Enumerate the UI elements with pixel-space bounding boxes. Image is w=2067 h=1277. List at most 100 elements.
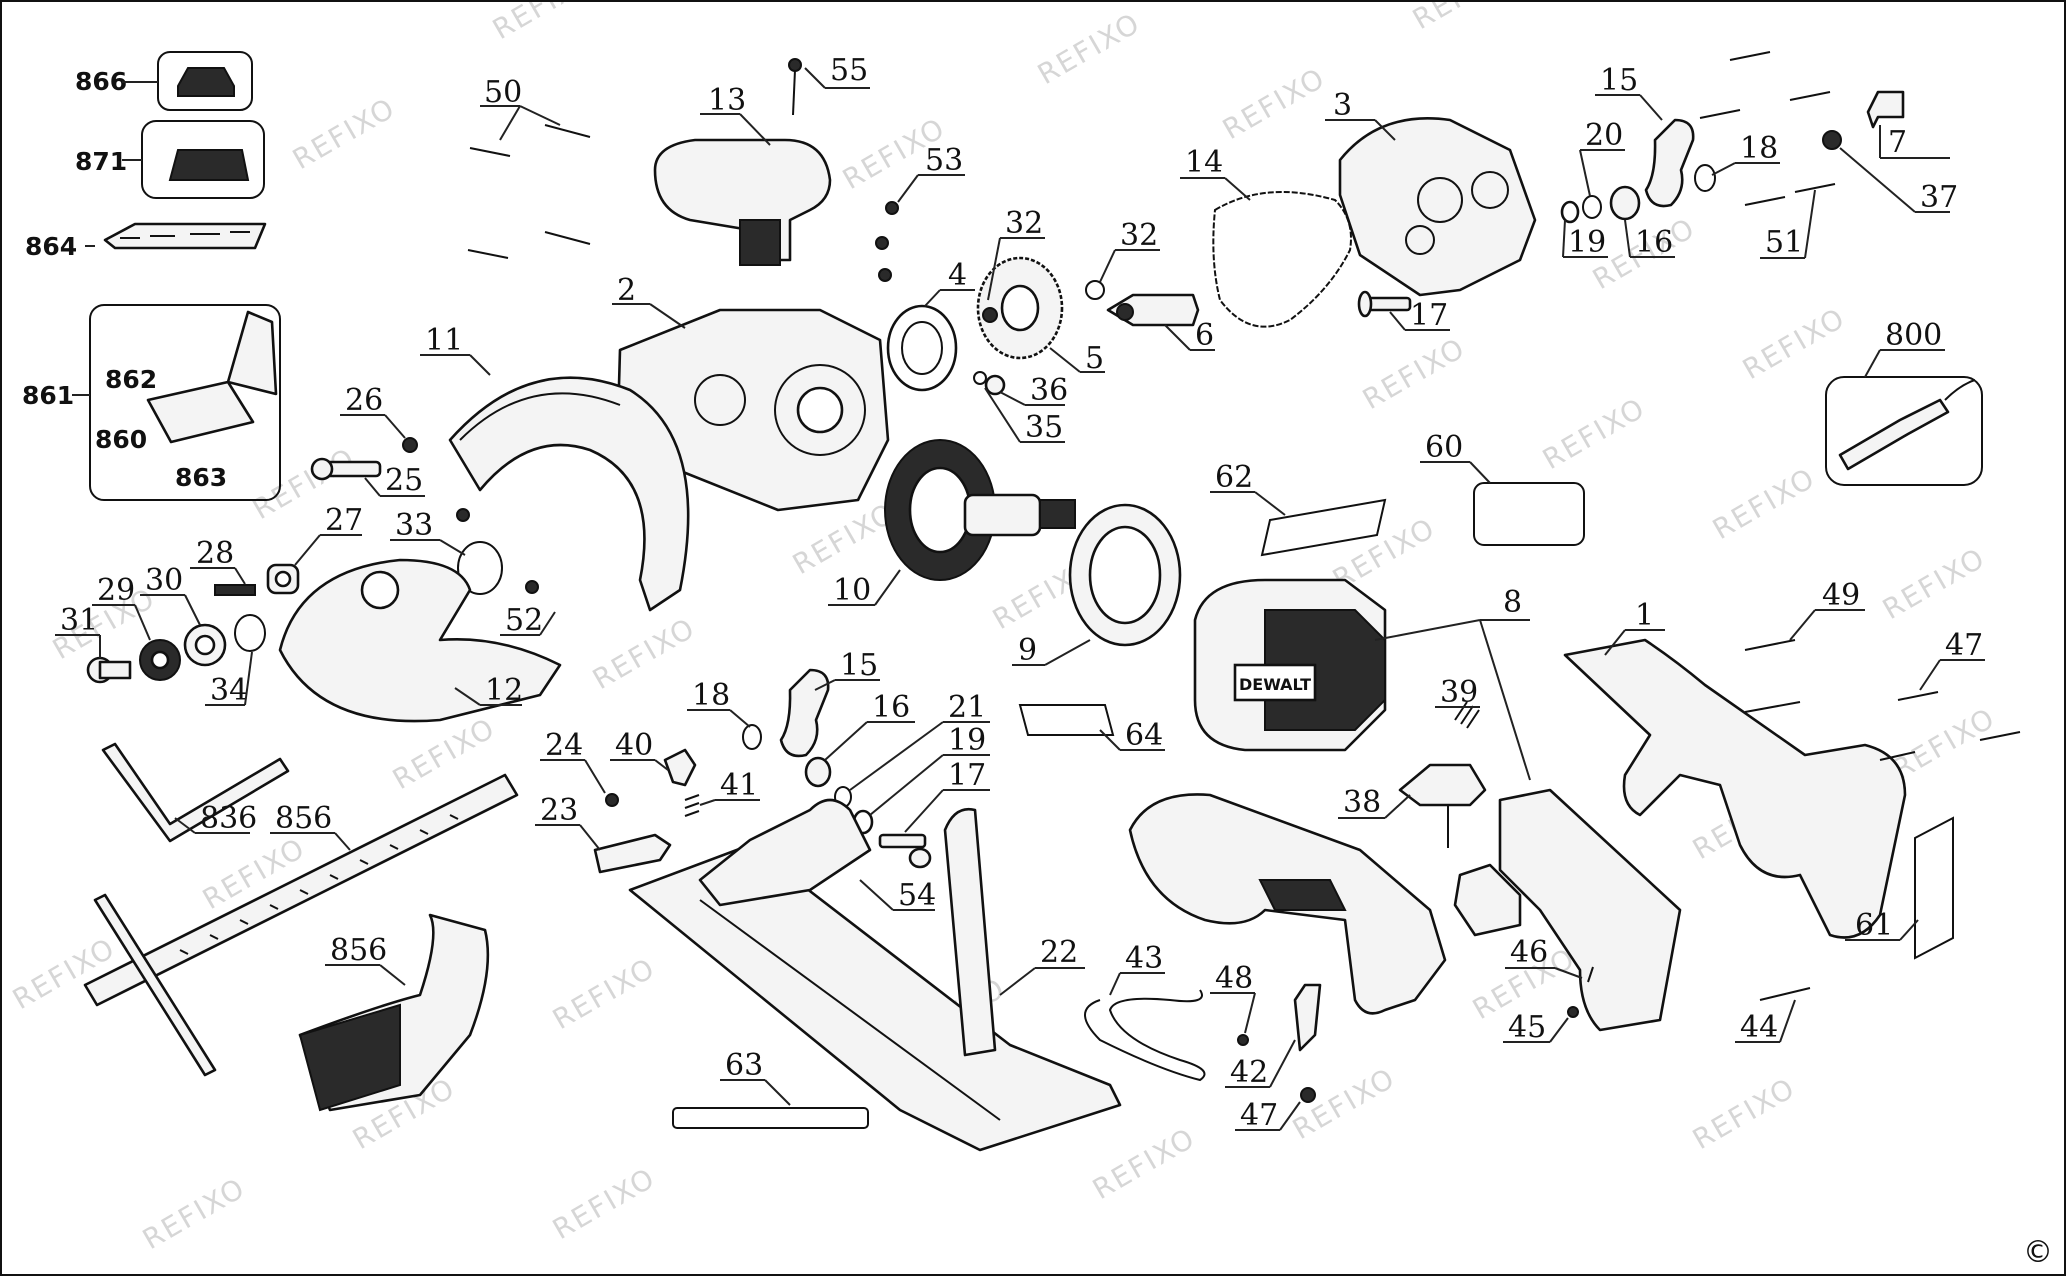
gasket-14: 14 — [1180, 145, 1352, 328]
watermark: REFIXO — [1737, 301, 1851, 386]
part-label-22: 22 — [1040, 935, 1078, 970]
part-label-2: 2 — [617, 273, 636, 308]
motor-housing-3: 3 — [1325, 88, 1537, 297]
part-label-17: 17 — [948, 758, 986, 793]
screws-50: 50 — [467, 75, 591, 259]
watermark: REFIXO — [1032, 6, 1146, 91]
part-label-864: 864 — [25, 232, 77, 261]
part-label-35: 35 — [1025, 410, 1063, 445]
watermark: REFIXO — [1217, 61, 1331, 146]
watermark: REFIXO — [1887, 701, 2001, 786]
watermark: REFIXO — [1287, 1061, 1401, 1146]
shaft-6: 6 — [1106, 293, 1215, 353]
watermark: REFIXO — [1407, 0, 1521, 36]
part-label-4: 4 — [948, 258, 967, 293]
lower-guard-12: 12 — [278, 558, 562, 723]
part-label-21: 21 — [948, 690, 986, 725]
part-label-861: 861 — [22, 381, 74, 410]
part-label-32: 32 — [1005, 206, 1043, 241]
label-plate-60: 60 — [1420, 430, 1585, 546]
part-label-16: 16 — [872, 690, 910, 725]
part-label-9: 9 — [1018, 633, 1037, 668]
part-label-48: 48 — [1215, 961, 1253, 996]
switch-38: 38 — [1338, 763, 1487, 848]
screw-55: 55 — [788, 53, 870, 116]
bolt-17: 17 — [1357, 290, 1450, 333]
part-label-64: 64 — [1125, 718, 1163, 753]
part-label-23: 23 — [540, 793, 578, 828]
part-label-18: 18 — [692, 678, 730, 713]
watermark: REFIXO — [547, 951, 661, 1036]
trigger-15-top: 15 — [1595, 63, 1695, 208]
part-label-31: 31 — [60, 603, 98, 638]
watermark: REFIXO — [1357, 331, 1471, 416]
part-label-7: 7 — [1888, 125, 1907, 160]
handle-half-center — [1128, 788, 1682, 1032]
watermark: REFIXO — [7, 931, 121, 1016]
part-label-62: 62 — [1215, 460, 1253, 495]
part-label-54: 54 — [898, 878, 936, 913]
charger-871: 871 — [75, 120, 265, 199]
part-label-14: 14 — [1185, 145, 1223, 180]
shoe-base-22: 22 — [628, 807, 1122, 1152]
parts-16-18-19-20-top: 20 18 19 16 — [1560, 118, 1780, 260]
watermark: REFIXO — [387, 711, 501, 796]
part-label-34: 34 — [210, 673, 248, 708]
watermark: REFIXO — [1877, 541, 1991, 626]
part-label-6: 6 — [1195, 318, 1214, 353]
parts-23-24-40-41: 24 40 41 23 — [535, 728, 760, 874]
part-label-61: 61 — [1855, 908, 1893, 943]
part-label-8: 8 — [1503, 585, 1522, 620]
watermark: REFIXO — [137, 1171, 251, 1256]
part-label-1: 1 — [1635, 598, 1654, 633]
part-label-13: 13 — [708, 83, 746, 118]
wire-kit-800: 800 — [1825, 318, 1983, 486]
bolt-25: 25 — [310, 457, 425, 498]
tray-864: 864 — [25, 222, 267, 261]
part-label-866: 866 — [75, 67, 127, 96]
part-label-39: 39 — [1440, 675, 1478, 710]
nut-26: 26 — [340, 383, 418, 453]
part-label-862: 862 — [105, 365, 157, 394]
part-label-30: 30 — [145, 563, 183, 598]
watermark: REFIXO — [1537, 391, 1651, 476]
part-label-856: 856 — [330, 933, 387, 968]
label-plate-62: 62 — [1210, 460, 1387, 557]
gear-5: 5 32 — [976, 206, 1105, 376]
brand-logo: DEWALT — [1239, 675, 1311, 694]
part-label-53: 53 — [925, 143, 963, 178]
part-label-24: 24 — [545, 728, 583, 763]
part-label-55: 55 — [830, 53, 868, 88]
dust-port-856: 856 — [298, 913, 490, 1112]
washers-35-36: 36 35 — [973, 371, 1068, 445]
part-label-19: 19 — [1568, 225, 1606, 260]
watermark: REFIXO — [547, 1161, 661, 1246]
part-label-36: 36 — [1030, 373, 1068, 408]
part-label-26: 26 — [345, 383, 383, 418]
screws-49-47: 49 47 — [1744, 578, 2021, 761]
part-label-44: 44 — [1740, 1010, 1778, 1045]
part-label-46: 46 — [1510, 935, 1548, 970]
watermark: REFIXO — [1707, 461, 1821, 546]
parts-42-47-48: 48 42 47 — [1210, 961, 1322, 1133]
part-label-11: 11 — [425, 323, 463, 358]
spring-39: 39 — [1435, 675, 1480, 729]
part-label-51: 51 — [1765, 225, 1803, 260]
part-label-29: 29 — [97, 573, 135, 608]
rip-fence-856: 856 — [83, 773, 519, 1077]
part-label-871: 871 — [75, 147, 127, 176]
watermark: REFIXO — [1687, 1071, 1801, 1156]
watermark: REFIXO — [287, 91, 401, 176]
part-label-60: 60 — [1425, 430, 1463, 465]
part-label-63: 63 — [725, 1048, 763, 1083]
part-label-40: 40 — [615, 728, 653, 763]
battery-866: 866 — [75, 51, 253, 111]
part-label-5: 5 — [1085, 341, 1104, 376]
spring-33: 33 — [390, 508, 503, 595]
handle-cover-13: 13 — [653, 83, 832, 266]
motor-8: DEWALT 8 — [1193, 578, 1531, 781]
part-label-27: 27 — [325, 503, 363, 538]
part-label-15: 15 — [840, 648, 878, 683]
bearing-4: 4 — [886, 258, 975, 392]
